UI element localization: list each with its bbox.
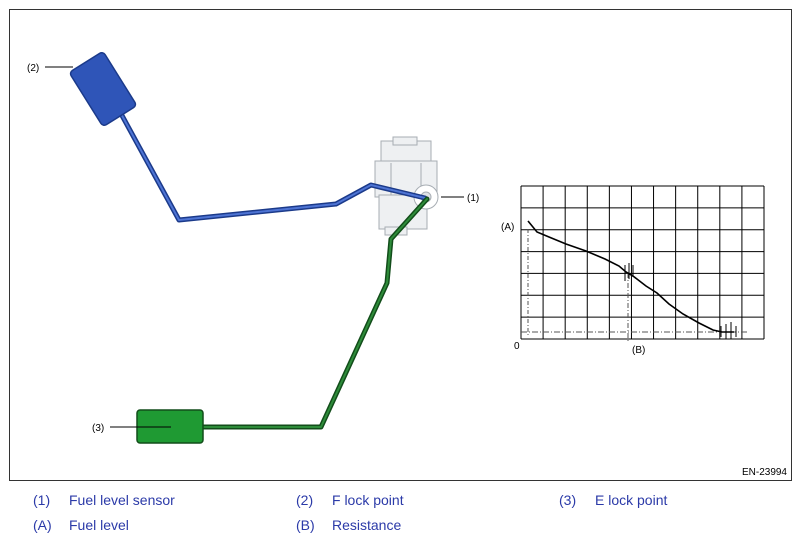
svg-text:(B): (B) [632, 345, 645, 356]
svg-text:0: 0 [514, 341, 520, 352]
legend-num: (A) [33, 517, 52, 533]
legend-item-1: (1) Fuel level sensor [33, 492, 175, 508]
svg-text:(1): (1) [467, 193, 479, 204]
legend-item-b: (B) Resistance [296, 517, 401, 533]
legend-num: (1) [33, 492, 51, 508]
level-resistance-graph: (A) (B) 0 [501, 185, 765, 356]
svg-text:(3): (3) [92, 423, 104, 434]
legend-text: E lock point [595, 492, 668, 508]
callout-2: (2) [27, 63, 73, 74]
svg-text:(A): (A) [501, 222, 514, 233]
callout-3: (3) [92, 423, 171, 434]
legend-item-3: (3) E lock point [559, 492, 667, 508]
legend-text: F lock point [332, 492, 404, 508]
callout-1: (1) [441, 193, 479, 204]
fuel-sender-diagram: (1) (2) (3) (A) [27, 52, 765, 444]
figure-id: EN-23994 [741, 467, 787, 478]
legend-item-2: (2) F lock point [296, 492, 404, 508]
legend-text: Resistance [332, 517, 402, 533]
legend-item-a: (A) Fuel level [33, 517, 129, 533]
diagram-frame: (1) (2) (3) (A) [9, 9, 792, 481]
legend-text: Fuel level [69, 517, 129, 533]
f-lock-float-arm [69, 52, 428, 223]
legend-num: (3) [559, 492, 577, 508]
f-lock-float [69, 52, 137, 126]
legend-num: (B) [296, 517, 315, 533]
svg-text:(2): (2) [27, 63, 39, 74]
e-lock-float-arm [136, 196, 430, 444]
legend-num: (2) [296, 492, 314, 508]
legend-text: Fuel level sensor [69, 492, 175, 508]
